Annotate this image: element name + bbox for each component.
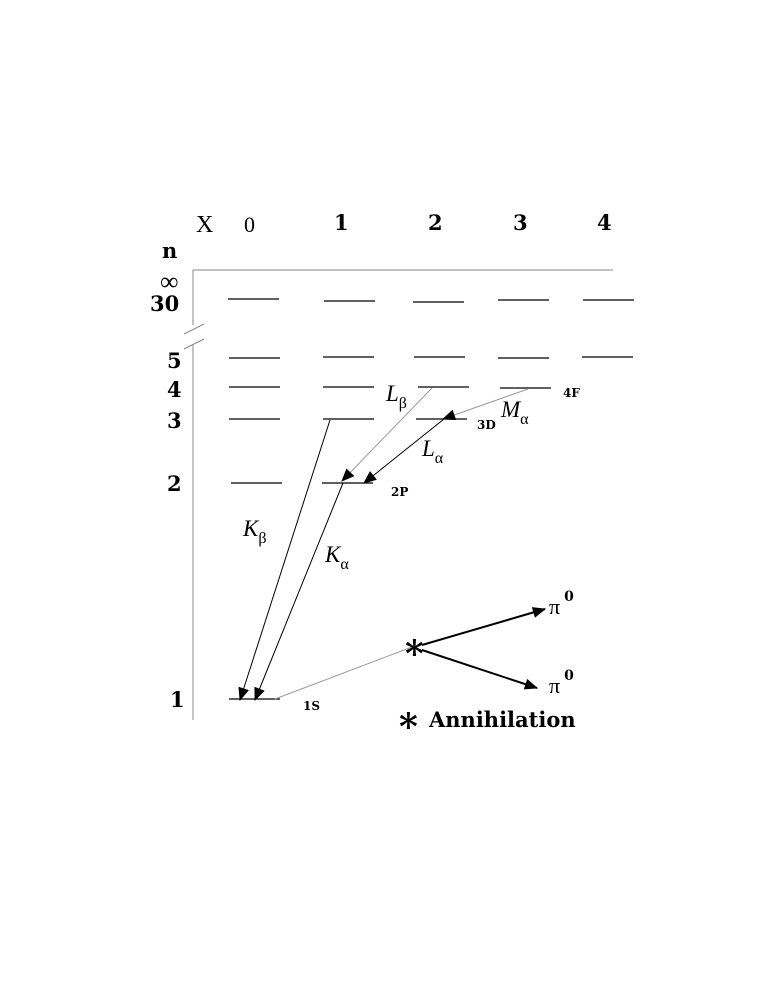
label-l-alpha-main: L — [421, 436, 435, 461]
arrow-l-beta — [341, 387, 433, 482]
n-label-4: 4 — [167, 377, 182, 402]
transition-arrows — [238, 387, 547, 702]
l-value-3: 3 — [513, 210, 528, 235]
n-label-5: 5 — [167, 348, 182, 373]
arrow-k-beta — [238, 419, 331, 702]
pion-upper-symbol: π — [549, 594, 560, 619]
n-label-30: 30 — [150, 291, 179, 316]
arrow-m-alpha — [441, 388, 529, 421]
legend-annihilation-label: Annihilation — [428, 707, 576, 732]
arrow-k-alpha — [254, 482, 344, 702]
label-k-alpha: Kα — [324, 542, 349, 573]
label-l-beta-sub: β — [399, 395, 407, 412]
n-label-3: 3 — [167, 408, 182, 433]
pion-upper-charge: 0 — [564, 589, 574, 605]
legend-star: * — [399, 706, 418, 748]
state-label-2p: 2P — [391, 485, 408, 499]
label-l-beta: Lβ — [385, 381, 407, 412]
label-m-alpha: Mα — [500, 397, 529, 428]
label-k-beta-sub: β — [258, 530, 266, 547]
arrow-l-alpha — [363, 418, 445, 484]
annihilation-vertex-star: * — [405, 633, 424, 675]
label-m-alpha-sub: α — [520, 411, 529, 428]
axes-frame — [183, 269, 613, 720]
label-k-alpha-sub: α — [340, 556, 349, 573]
state-label-3d: 3D — [477, 418, 496, 432]
l-value-1: 1 — [334, 210, 349, 235]
label-k-beta-main: K — [242, 516, 260, 541]
pion-arrow-lower — [421, 649, 539, 690]
n-axis-header: n — [162, 238, 177, 263]
label-l-beta-main: L — [385, 381, 399, 406]
state-label-4f: 4F — [563, 386, 580, 400]
l-value-2: 2 — [428, 210, 443, 235]
pion-lower-charge: 0 — [564, 668, 574, 684]
label-l-alpha-sub: α — [435, 450, 444, 467]
axis-break-mark-1 — [183, 323, 205, 335]
l-value-4: 4 — [597, 210, 612, 235]
state-label-1s: 1S — [303, 699, 320, 713]
l-axis-header: X — [196, 212, 213, 238]
energy-levels — [228, 298, 634, 700]
pion-arrow-upper — [421, 607, 547, 646]
l-value-0: 0 — [244, 212, 255, 237]
annihilation-link — [274, 646, 413, 700]
axis-break-mark-2 — [183, 338, 205, 350]
n-label-infinity: ∞ — [160, 267, 179, 296]
label-m-alpha-main: M — [500, 397, 522, 422]
label-l-alpha: Lα — [421, 436, 444, 467]
n-label-1: 1 — [170, 687, 185, 712]
pion-lower-symbol: π — [549, 673, 560, 698]
label-k-alpha-main: K — [324, 542, 342, 567]
label-k-beta: Kβ — [242, 516, 266, 547]
n-label-2: 2 — [167, 471, 182, 496]
